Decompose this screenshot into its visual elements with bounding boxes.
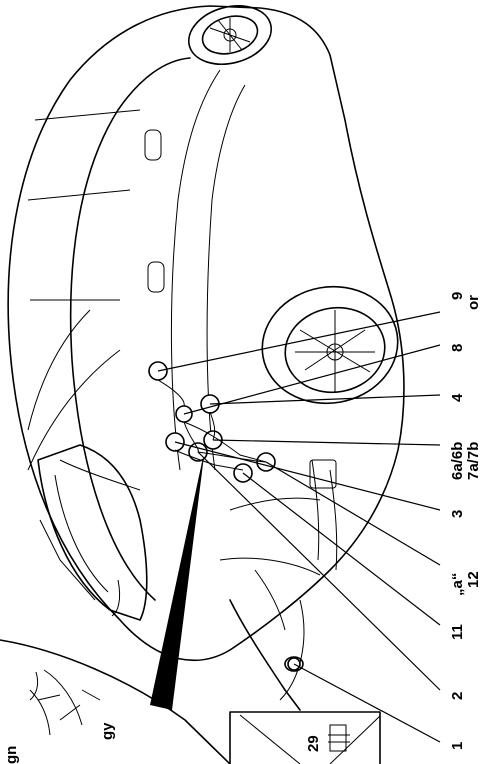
magnifier-beam <box>150 448 205 710</box>
label-gn: gn <box>3 746 20 764</box>
label-1: 1 <box>449 742 466 750</box>
inset-box <box>229 711 381 764</box>
label-gy: gy <box>99 722 116 740</box>
label-8: 8 <box>449 344 466 352</box>
labels: 9 or 8 4 6a/6b 7a/7b 3 „a“ 12 11 2 1 29 … <box>3 292 482 764</box>
door-handles <box>144 129 165 293</box>
rear-wheel <box>261 285 399 405</box>
label-4: 4 <box>449 393 466 402</box>
wiring <box>157 379 267 471</box>
rear-bumper <box>229 459 338 711</box>
front-wheel <box>187 5 273 65</box>
label-a: „a“ <box>449 573 466 596</box>
label-2: 2 <box>449 692 466 700</box>
leader-lines <box>157 311 441 743</box>
magnifier-detail <box>0 639 231 764</box>
label-12: 12 <box>465 571 482 588</box>
label-11: 11 <box>449 624 466 640</box>
label-3: 3 <box>449 510 466 518</box>
label-6a6b: 6a/6b <box>449 442 466 480</box>
label-29: 29 <box>305 735 322 752</box>
label-9: 9 <box>449 292 466 300</box>
label-or: or <box>465 295 482 310</box>
car-body <box>7 5 405 701</box>
label-7a7b: 7a/7b <box>465 442 482 480</box>
tailgate <box>37 444 148 621</box>
